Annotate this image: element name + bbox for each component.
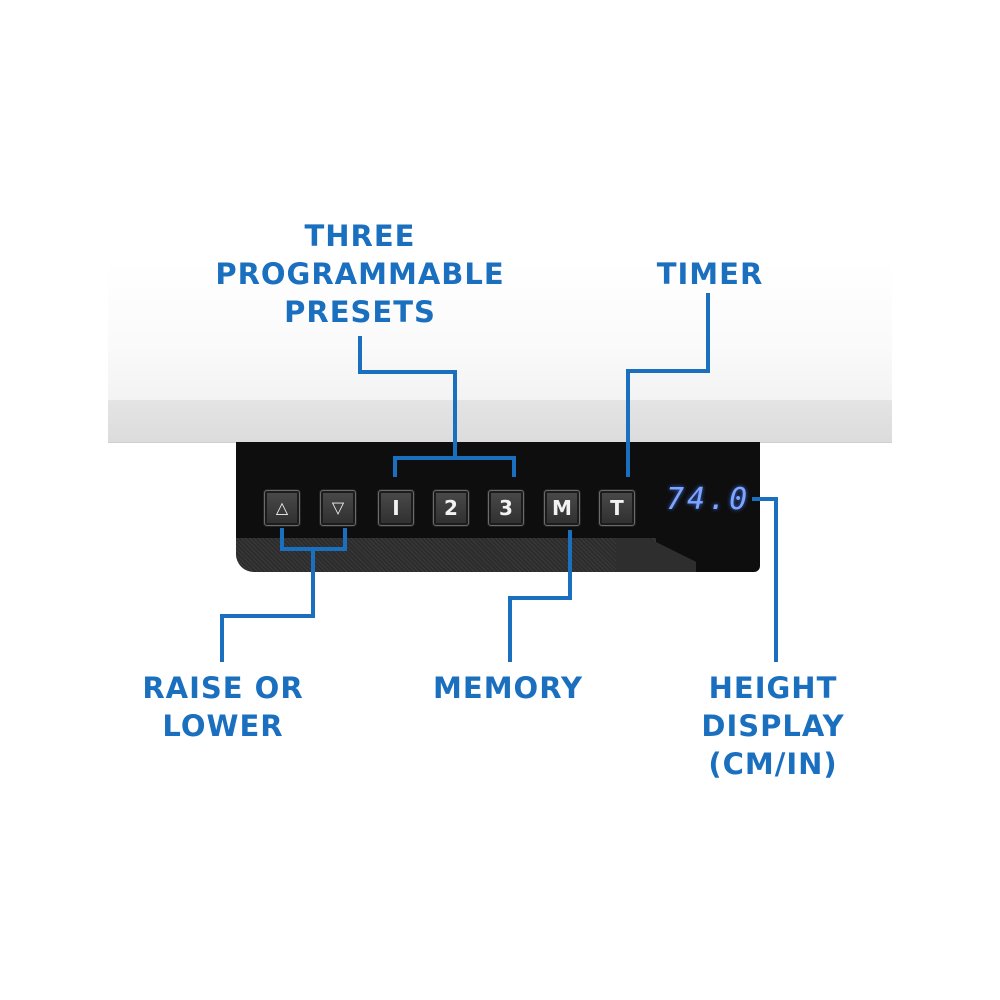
timer-label: T — [610, 496, 624, 520]
preset-3-label: 3 — [499, 496, 513, 520]
timer-callout-line — [706, 293, 710, 373]
timer-button[interactable]: T — [599, 490, 635, 526]
height-display-label: HEIGHT DISPLAY (CM/IN) — [701, 671, 845, 781]
presets-bracket — [512, 456, 516, 477]
presets-bracket — [393, 456, 397, 477]
raise-lower-bracket — [343, 528, 347, 550]
lower-button[interactable]: ▽ — [320, 490, 356, 526]
preset-3-button[interactable]: 3 — [488, 490, 524, 526]
height-display-callout-line — [774, 497, 778, 662]
raise-lower-callout-line — [220, 614, 224, 662]
desk-front-edge — [108, 400, 892, 442]
desk-top-surface — [108, 262, 892, 400]
raise-lower-callout-line — [311, 547, 315, 617]
presets-callout-line — [358, 336, 362, 372]
memory-label-callout: MEMORY — [433, 671, 583, 705]
raise-button[interactable]: △ — [264, 490, 300, 526]
presets-label: THREE PROGRAMMABLE PRESETS — [215, 219, 505, 329]
raise-lower-label: RAISE OR LOWER — [142, 671, 304, 743]
triangle-down-icon: ▽ — [331, 498, 345, 517]
timer-callout-line — [626, 369, 710, 373]
timer-callout-line — [626, 369, 630, 477]
panel-textured-lip — [236, 538, 656, 572]
preset-2-label: 2 — [444, 496, 458, 520]
raise-lower-callout-line — [220, 614, 315, 618]
presets-callout-line — [453, 370, 457, 456]
desk-control-panel: △ ▽ I 2 3 M T 74.0 — [236, 442, 760, 572]
height-display-callout-line — [752, 497, 778, 501]
presets-callout-line — [358, 370, 457, 374]
triangle-up-icon: △ — [275, 498, 289, 517]
preset-1-button[interactable]: I — [378, 490, 414, 526]
presets-bracket — [393, 456, 516, 460]
timer-label-callout: TIMER — [656, 257, 764, 291]
raise-lower-bracket — [280, 528, 284, 550]
preset-1-label: I — [392, 496, 400, 520]
memory-callout-line — [508, 596, 512, 662]
memory-label: M — [552, 496, 572, 520]
preset-2-button[interactable]: 2 — [433, 490, 469, 526]
panel-lip-slope — [616, 538, 696, 572]
height-display-readout: 74.0 — [666, 482, 751, 517]
memory-callout-line — [508, 596, 572, 600]
memory-callout-line — [568, 530, 572, 600]
memory-button[interactable]: M — [544, 490, 580, 526]
